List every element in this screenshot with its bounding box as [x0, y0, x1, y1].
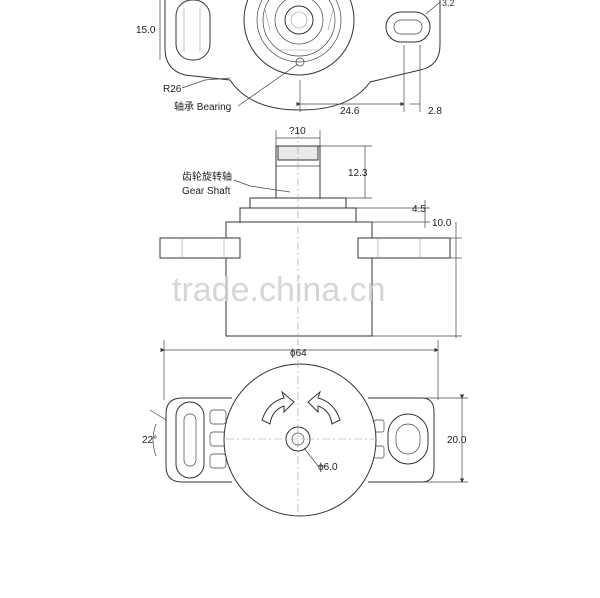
dim-top-offset: 2.8	[428, 106, 442, 117]
bottom-disc	[223, 363, 377, 517]
dim-top-height: 15.0	[136, 25, 156, 36]
dim-top-width: 24.6	[340, 106, 360, 117]
dim-radius: R26	[163, 84, 182, 95]
rotation-arrow-right	[307, 390, 341, 425]
sensor-body	[225, 221, 373, 337]
top-view: 15.0 R26 轴承 Bearing 24.6 2.8 3.2	[136, 0, 455, 117]
top-view-right-hole	[385, 11, 431, 43]
dim-step: 4.5	[412, 204, 426, 215]
dim-bottom-height: 20.0	[447, 435, 467, 446]
bottom-view: ϕ64 22° 20.0 ϕ6.0	[142, 340, 468, 520]
dim-shaft-diameter: ?10	[289, 126, 306, 137]
bearing-label: 轴承 Bearing	[174, 100, 231, 113]
bearing-outer-ring	[243, 0, 355, 76]
top-view-left-slot	[175, 0, 211, 61]
dim-overall-diameter: ϕ64	[290, 348, 307, 359]
dim-top-partial: 3.2	[442, 0, 455, 8]
rotation-arrow-left	[261, 390, 295, 425]
gear-shaft-label-en: Gear Shaft	[182, 186, 231, 197]
bottom-left-ear	[165, 397, 232, 483]
dim-angle: 22°	[142, 435, 157, 446]
watermark: trade.china.cn	[172, 271, 386, 309]
dim-shaft-height: 12.3	[348, 168, 368, 179]
right-ear	[357, 237, 451, 259]
bottom-right-ear	[368, 397, 435, 483]
dim-flange: 10.0	[432, 218, 452, 229]
gear-shaft-label-cn: 齿轮旋转轴	[182, 170, 232, 183]
left-ear	[159, 237, 241, 259]
dim-hole-diameter: ϕ6.0	[318, 462, 338, 473]
side-view: ?10 12.3 齿轮旋转轴 Gear Shaft 4.5 10.0	[159, 126, 462, 345]
